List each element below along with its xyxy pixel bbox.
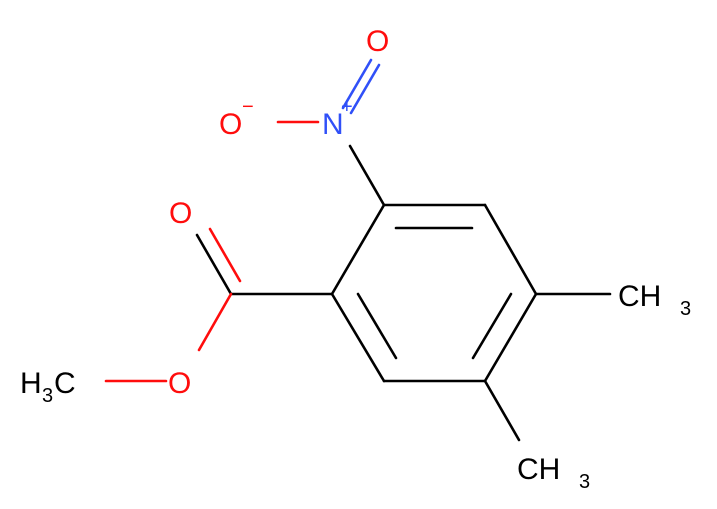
svg-text:O: O	[219, 108, 242, 141]
bond-c-o-single	[197, 292, 233, 352]
bond-c4-c5	[483, 292, 538, 383]
bond-n-o-double-b	[349, 63, 381, 115]
svg-text:−: −	[242, 96, 254, 118]
nitro-nitrogen-label: N +	[322, 96, 353, 141]
methoxy-label: H 3 C	[20, 367, 76, 407]
bond-n-o-double-a	[341, 58, 373, 110]
bond-c5-methyl	[483, 379, 521, 442]
bond-c2-n	[348, 144, 386, 207]
bond-c-o-double-a	[195, 233, 233, 296]
svg-text:+: +	[341, 96, 353, 118]
svg-text:C: C	[54, 367, 76, 400]
carbonyl-oxygen-label: O	[169, 197, 192, 230]
nitro-oxygen-single-label: O −	[219, 96, 254, 141]
svg-text:H: H	[20, 367, 42, 400]
svg-text:3: 3	[680, 298, 691, 320]
bond-inner-c4-c5	[471, 292, 513, 360]
svg-text:N: N	[322, 108, 344, 141]
ester-oxygen-label: O	[168, 367, 191, 400]
methyl-4-label: CH 3	[618, 280, 691, 320]
svg-text:CH: CH	[517, 453, 560, 486]
bond-inner-c6-c1	[356, 292, 398, 360]
nitro-oxygen-double-label: O	[366, 25, 389, 58]
bond-c1-c2	[330, 203, 386, 296]
bond-c3-c4	[483, 203, 538, 296]
svg-text:CH: CH	[618, 280, 661, 313]
methyl-5-label: CH 3	[517, 453, 590, 493]
svg-text:3: 3	[42, 385, 53, 407]
bond-c6-c1	[330, 292, 386, 383]
svg-text:3: 3	[579, 471, 590, 493]
bond-c-o-double-b	[208, 227, 242, 283]
benzene-ring	[330, 203, 538, 383]
